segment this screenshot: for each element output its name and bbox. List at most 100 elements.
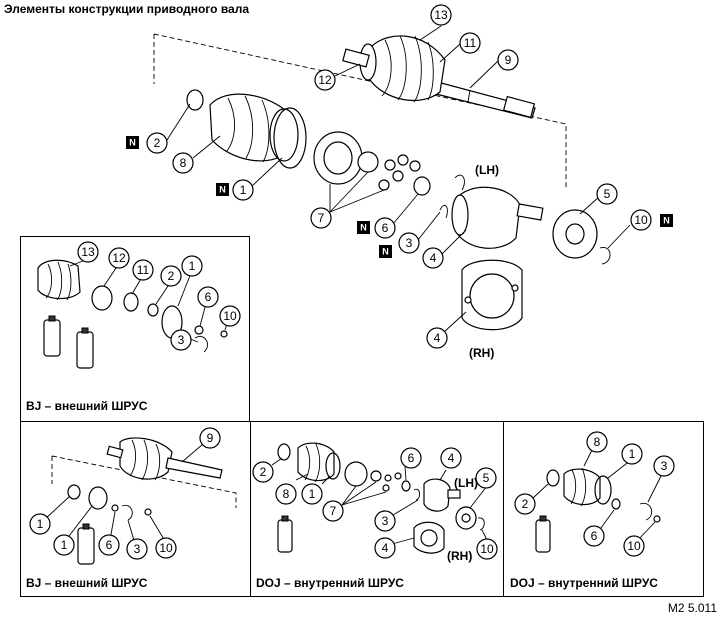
svg-text:6: 6 bbox=[382, 221, 389, 235]
doj-mid-callout-6: 6 bbox=[400, 447, 422, 469]
doj-mid-lh-label: (LH) bbox=[454, 476, 478, 490]
outer-boot bbox=[342, 35, 446, 103]
panel-doj-right bbox=[503, 421, 704, 597]
bj-top-callout-3: 3 bbox=[170, 329, 192, 351]
panel-doj-right-caption: DOJ – внутренний ШРУС bbox=[510, 576, 658, 590]
callout-4-rh: 4 bbox=[426, 327, 448, 349]
bj-bottom-dash-frame bbox=[51, 455, 237, 508]
doj-mid-rh-label: (RH) bbox=[447, 549, 472, 563]
svg-text:10: 10 bbox=[634, 213, 648, 227]
svg-text:13: 13 bbox=[434, 8, 448, 22]
bj-top-callout-13: 13 bbox=[77, 241, 99, 263]
bj-bottom-callout-1b: 1 bbox=[53, 534, 75, 556]
svg-text:1: 1 bbox=[240, 183, 247, 197]
svg-text:6: 6 bbox=[106, 538, 113, 552]
svg-text:3: 3 bbox=[382, 514, 389, 528]
svg-text:N: N bbox=[663, 216, 670, 226]
doj-mid-parts bbox=[277, 442, 485, 554]
svg-text:7: 7 bbox=[330, 504, 337, 518]
circlip-3 bbox=[439, 205, 448, 219]
doj-right-parts bbox=[535, 467, 661, 553]
doj-mid-callout-5: 5 bbox=[475, 467, 497, 489]
panel-bj-top-caption: BJ – внешний ШРУС bbox=[26, 399, 148, 413]
doj-right-callout-2: 2 bbox=[514, 493, 536, 515]
n-badge: N bbox=[216, 183, 229, 196]
n-badge: N bbox=[660, 214, 673, 227]
svg-text:13: 13 bbox=[81, 245, 95, 259]
bj-top-callout-2: 2 bbox=[160, 265, 182, 287]
svg-text:11: 11 bbox=[464, 36, 477, 50]
rh-label: (RH) bbox=[469, 346, 494, 360]
svg-text:2: 2 bbox=[168, 269, 175, 283]
bj-bottom-parts bbox=[67, 437, 223, 565]
svg-text:2: 2 bbox=[522, 497, 529, 511]
svg-text:10: 10 bbox=[480, 542, 494, 556]
inner-boot bbox=[186, 89, 307, 169]
svg-text:2: 2 bbox=[154, 136, 161, 150]
svg-text:4: 4 bbox=[382, 541, 389, 555]
bj-top-callout-12: 12 bbox=[108, 247, 130, 269]
bj-top-parts bbox=[37, 259, 228, 369]
callout-1: 1 bbox=[232, 179, 254, 201]
doj-right-callout-3: 3 bbox=[653, 455, 675, 477]
dust-shield bbox=[552, 209, 598, 259]
doj-right-callout-10: 10 bbox=[623, 535, 645, 557]
svg-text:4: 4 bbox=[434, 331, 441, 345]
bj-bottom-callout-1a: 1 bbox=[29, 513, 51, 535]
bj-top-callout-1: 1 bbox=[181, 255, 203, 277]
outer-race-lh bbox=[451, 186, 544, 249]
callout-12: 12 bbox=[314, 69, 336, 91]
svg-text:10: 10 bbox=[223, 309, 237, 323]
svg-text:9: 9 bbox=[207, 431, 214, 445]
callout-10: 10 bbox=[630, 209, 652, 231]
svg-text:3: 3 bbox=[178, 333, 185, 347]
svg-text:8: 8 bbox=[180, 156, 187, 170]
svg-text:12: 12 bbox=[112, 251, 126, 265]
svg-text:4: 4 bbox=[448, 451, 455, 465]
svg-text:5: 5 bbox=[483, 471, 490, 485]
doj-mid-callout-10: 10 bbox=[476, 538, 498, 560]
doj-mid-callout-8: 8 bbox=[275, 483, 297, 505]
svg-text:N: N bbox=[129, 138, 136, 148]
n-badge: N bbox=[126, 136, 139, 149]
callout-7: 7 bbox=[310, 207, 332, 229]
svg-text:6: 6 bbox=[205, 290, 212, 304]
svg-text:4: 4 bbox=[430, 251, 437, 265]
bj-top-callout-10: 10 bbox=[219, 305, 241, 327]
page-title: Элементы конструкции приводного вала bbox=[4, 2, 250, 16]
svg-text:3: 3 bbox=[134, 542, 141, 556]
svg-text:10: 10 bbox=[627, 539, 641, 553]
bj-top-callout-11: 11 bbox=[132, 259, 154, 281]
figure-code: M2 5.011 bbox=[667, 601, 717, 615]
svg-text:2: 2 bbox=[260, 465, 267, 479]
lh-label: (LH) bbox=[475, 163, 499, 177]
main-dash-frame-top bbox=[153, 33, 567, 190]
doj-right-callout-1: 1 bbox=[621, 443, 643, 465]
svg-text:1: 1 bbox=[309, 487, 316, 501]
callout-5: 5 bbox=[596, 183, 618, 205]
callout-4: 4 bbox=[422, 247, 444, 269]
svg-text:7: 7 bbox=[318, 211, 325, 225]
svg-text:1: 1 bbox=[37, 517, 44, 531]
doj-right-callout-6: 6 bbox=[583, 525, 605, 547]
callout-9: 9 bbox=[497, 49, 519, 71]
callout-2: 2 bbox=[146, 132, 168, 154]
svg-text:1: 1 bbox=[189, 259, 196, 273]
circlip-lh bbox=[454, 174, 465, 191]
bj-bottom-callout-10: 10 bbox=[155, 537, 177, 559]
clip-10 bbox=[599, 247, 611, 265]
callout-6: 6 bbox=[374, 217, 396, 239]
svg-text:9: 9 bbox=[505, 53, 512, 67]
svg-text:N: N bbox=[360, 223, 367, 233]
doj-mid-callout-1: 1 bbox=[301, 483, 323, 505]
panel-bj-bottom-caption: BJ – внешний ШРУС bbox=[26, 576, 148, 590]
svg-text:N: N bbox=[382, 247, 389, 257]
svg-text:N: N bbox=[219, 185, 226, 195]
svg-text:12: 12 bbox=[318, 73, 332, 87]
svg-text:1: 1 bbox=[61, 538, 68, 552]
svg-text:10: 10 bbox=[159, 541, 173, 555]
snap-ring bbox=[413, 176, 431, 196]
bearing-cage bbox=[313, 131, 421, 191]
bj-bottom-callout-3: 3 bbox=[126, 538, 148, 560]
